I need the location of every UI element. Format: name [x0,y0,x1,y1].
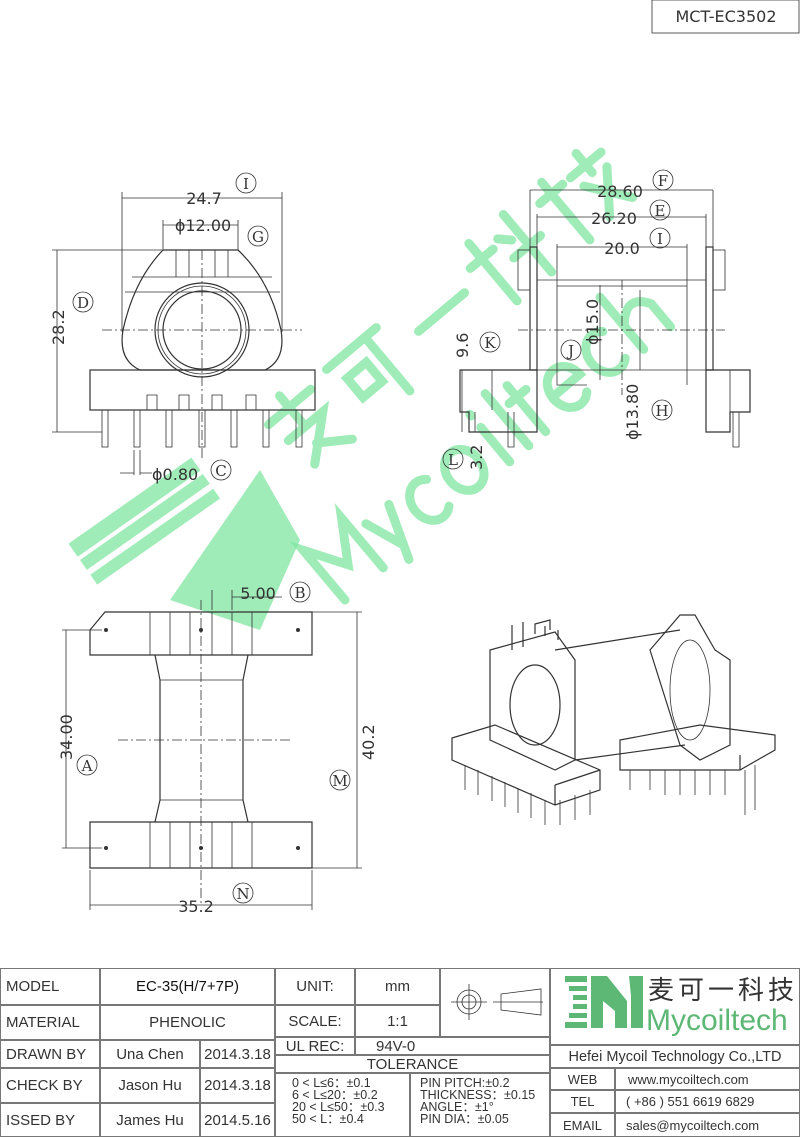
check-by-label: CHECK BY [0,1068,100,1103]
material-value: PHENOLIC [100,1005,275,1040]
tolerance-label: TOLERANCE [275,1055,550,1073]
bottom-view [62,590,362,910]
ref-label: N [236,885,249,903]
ref-label: A [81,757,93,775]
issued-by-name: James Hu [100,1103,200,1137]
unit-label: UNIT: [275,968,355,1005]
first-angle-projection-icon [451,984,543,1020]
company-name: Hefei Mycoil Technology Co.,LTD [550,1045,800,1068]
drawing-number: MCT-EC3502 [675,7,776,26]
watermark-cn-shape [263,147,638,469]
dim-inner-dia: ϕ13.80 [623,384,642,440]
scale-label: SCALE: [275,1005,355,1037]
ref-label: B [294,584,305,602]
ref-label: G [252,228,264,246]
ref-label: F [658,172,668,190]
scale-value: 1:1 [355,1005,440,1037]
projection-symbol [440,968,550,1037]
drawn-by-name: Una Chen [100,1040,200,1068]
issued-by-label: ISSED BY [0,1103,100,1137]
tolerance-item: PIN DIA：±0.05 [420,1112,509,1126]
material-label: MATERIAL [0,1005,100,1040]
tolerance-item: ANGLE：±1° [420,1100,494,1114]
ref-label: I [243,175,249,193]
dim-pin-dia: ϕ0.80 [152,465,198,484]
watermark [68,147,676,630]
dim-overall: 28.60 [597,182,643,201]
tolerance-item: THICKNESS：±0.15 [420,1088,536,1102]
ref-label: K [484,334,496,352]
check-by-name: Jason Hu [100,1068,200,1103]
ul-value: 94V-0 [355,1037,550,1055]
tolerance-item: 20 < L≤50：±0.3 [292,1100,385,1114]
drawn-by-label: DRAWN BY [0,1040,100,1068]
dim-core-dia: ϕ15.0 [583,299,602,345]
dim-winding: 20.0 [604,239,640,258]
ref-label: J [566,342,574,360]
model-label: MODEL [0,968,100,1005]
watermark-en-shape [289,292,676,605]
isometric-view [451,614,776,825]
tolerance-length-list: 0 < L≤6：±0.1 6 < L≤20：±0.2 20 < L≤50：±0.… [292,1076,385,1126]
dim-pitch: 5.00 [240,584,276,603]
tel-value: ( +86 ) 551 6619 6829 [615,1090,800,1113]
drawing-number-box [651,0,800,34]
ref-label: D [77,294,89,312]
dim-flange: 26.20 [591,209,637,228]
logo-cn-text: 麦可一科技 [648,975,799,1005]
dim-base-height: 9.6 [453,333,472,358]
ref-label: I [657,230,663,248]
ref-label: H [655,402,668,420]
tolerance-item: 6 < L≤20：±0.2 [292,1088,378,1102]
ref-label: L [448,451,458,469]
tolerance-item: 50 < L：±0.4 [292,1112,364,1126]
web-label: WEB [550,1068,615,1090]
dim-pin-len: 3.2 [467,445,486,470]
website-link[interactable]: www.mycoiltech.com [615,1068,800,1090]
dim-row-span: 34.00 [57,714,76,760]
drawn-date: 2014.3.18 [200,1040,275,1068]
check-date: 2014.3.18 [200,1068,275,1103]
ref-label: C [215,462,226,480]
tolerance-item: 0 < L≤6：±0.1 [292,1076,371,1090]
tel-label: TEL [550,1090,615,1113]
email-label: EMAIL [550,1113,615,1137]
model-value: EC-35(H/7+7P) [100,968,275,1005]
logo-en-text: Mycoiltech [646,1004,788,1037]
issued-date: 2014.5.16 [200,1103,275,1137]
dim-bore: ϕ12.00 [175,216,231,235]
dim-height: 28.2 [49,309,68,345]
unit-value: mm [355,968,440,1005]
mycoiltech-logo-icon [565,976,643,1028]
dim-width-bottom: 35.2 [178,897,214,916]
dim-width: 24.7 [186,189,222,208]
dim-length: 40.2 [359,724,378,760]
tolerance-item: PIN PITCH:±0.2 [420,1076,510,1090]
email-link[interactable]: sales@mycoiltech.com [615,1113,800,1137]
ul-label: UL REC: [275,1037,355,1055]
front-view [52,192,316,475]
ref-label: E [655,202,666,220]
ref-label: M [332,772,347,790]
side-view [459,189,751,448]
tolerance-misc-list: PIN PITCH:±0.2 THICKNESS：±0.15 ANGLE：±1°… [420,1076,536,1126]
